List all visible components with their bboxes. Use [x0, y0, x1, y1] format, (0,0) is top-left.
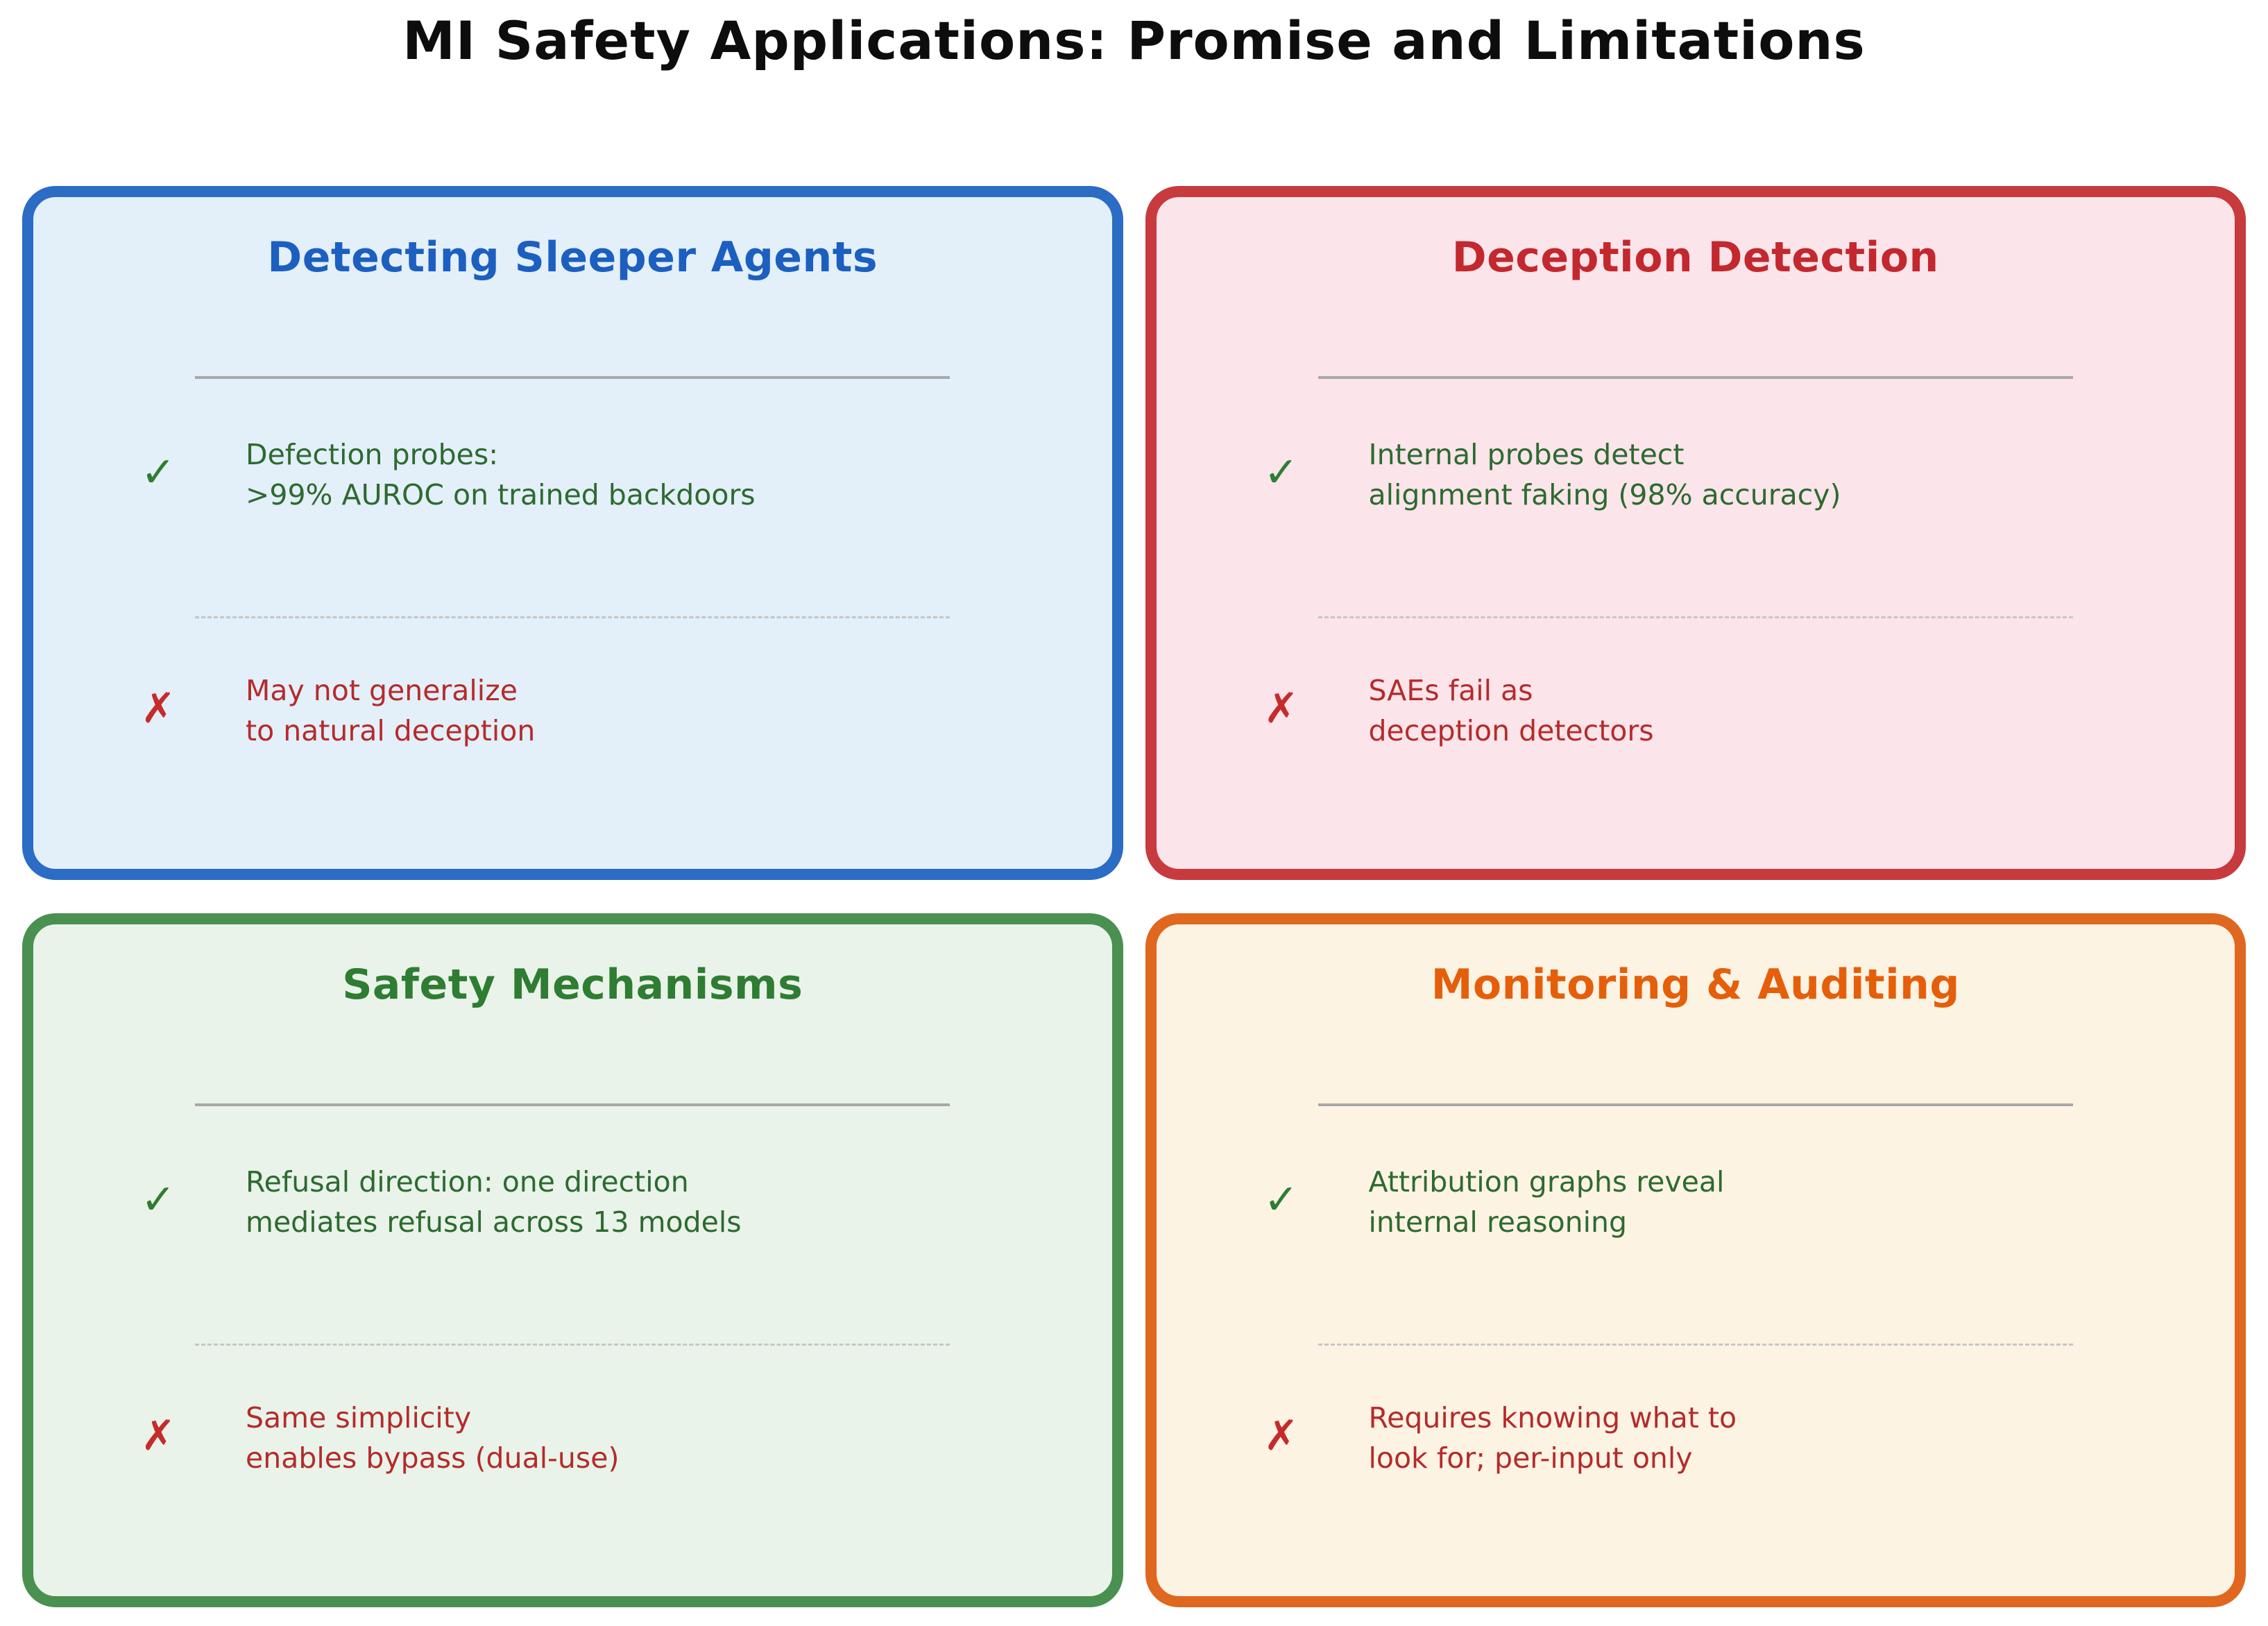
pro-text-line: Attribution graphs reveal: [1368, 1165, 1725, 1199]
pro-text-line: Internal probes detect: [1368, 438, 1685, 471]
item-divider: [1318, 616, 2073, 618]
con-text-line: look for; per-input only: [1368, 1441, 1693, 1475]
con-text: May not generalize to natural deception: [246, 670, 535, 751]
item-divider: [195, 616, 950, 618]
con-text-line: May not generalize: [246, 674, 518, 707]
title-divider: [1318, 1103, 2073, 1106]
page-title: MI Safety Applications: Promise and Limi…: [402, 10, 1866, 71]
check-icon: ✓: [1263, 1176, 1299, 1224]
card-detecting-sleeper-agents: Detecting Sleeper Agents ✓ Defection pro…: [22, 186, 1123, 880]
con-text-line: Requires knowing what to: [1368, 1401, 1737, 1434]
cross-icon: ✗: [140, 1412, 176, 1460]
pro-text: Defection probes: >99% AUROC on trained …: [246, 434, 756, 515]
check-icon: ✓: [140, 1176, 176, 1224]
quadrant-grid: Detecting Sleeper Agents ✓ Defection pro…: [22, 186, 2246, 1607]
pro-text: Refusal direction: one direction mediate…: [246, 1162, 742, 1242]
cross-icon: ✗: [1263, 1412, 1299, 1460]
con-text-line: deception detectors: [1368, 714, 1654, 747]
con-text-line: SAEs fail as: [1368, 674, 1533, 707]
pro-item: ✓ Defection probes: >99% AUROC on traine…: [117, 434, 1071, 515]
card-title: Detecting Sleeper Agents: [267, 233, 878, 282]
con-text-line: enables bypass (dual-use): [246, 1441, 620, 1475]
con-text-line: to natural deception: [246, 714, 536, 747]
con-item: ✗ Requires knowing what to look for; per…: [1240, 1398, 2194, 1478]
pro-text-line: Refusal direction: one direction: [246, 1165, 689, 1199]
title-divider: [195, 376, 950, 379]
pro-item: ✓ Attribution graphs reveal internal rea…: [1240, 1162, 2194, 1242]
con-text: SAEs fail as deception detectors: [1369, 670, 1654, 751]
cross-icon: ✗: [1263, 684, 1299, 733]
con-item: ✗ SAEs fail as deception detectors: [1240, 670, 2194, 751]
pro-text-line: alignment faking (98% accuracy): [1368, 478, 1841, 511]
title-divider: [1318, 376, 2073, 379]
pro-text-line: internal reasoning: [1368, 1205, 1627, 1239]
con-text-line: Same simplicity: [246, 1401, 472, 1434]
card-safety-mechanisms: Safety Mechanisms ✓ Refusal direction: o…: [22, 913, 1123, 1607]
pro-text-line: mediates refusal across 13 models: [246, 1205, 742, 1239]
con-item: ✗ Same simplicity enables bypass (dual-u…: [117, 1398, 1071, 1478]
card-title: Monitoring & Auditing: [1431, 960, 1960, 1009]
cross-icon: ✗: [140, 684, 176, 733]
check-icon: ✓: [1263, 448, 1299, 497]
pro-item: ✓ Refusal direction: one direction media…: [117, 1162, 1071, 1242]
pro-text-line: >99% AUROC on trained backdoors: [246, 478, 756, 511]
item-divider: [1318, 1344, 2073, 1346]
con-item: ✗ May not generalize to natural deceptio…: [117, 670, 1071, 751]
pro-text-line: Defection probes:: [246, 438, 499, 471]
pro-text: Attribution graphs reveal internal reaso…: [1369, 1162, 1725, 1242]
card-title: Deception Detection: [1451, 233, 1939, 282]
card-title: Safety Mechanisms: [342, 960, 803, 1009]
card-deception-detection: Deception Detection ✓ Internal probes de…: [1145, 186, 2246, 880]
con-text: Same simplicity enables bypass (dual-use…: [246, 1398, 619, 1478]
title-divider: [195, 1103, 950, 1106]
check-icon: ✓: [140, 448, 176, 497]
pro-item: ✓ Internal probes detect alignment fakin…: [1240, 434, 2194, 515]
pro-text: Internal probes detect alignment faking …: [1369, 434, 1841, 515]
con-text: Requires knowing what to look for; per-i…: [1369, 1398, 1737, 1478]
card-monitoring-auditing: Monitoring & Auditing ✓ Attribution grap…: [1145, 913, 2246, 1607]
item-divider: [195, 1344, 950, 1346]
